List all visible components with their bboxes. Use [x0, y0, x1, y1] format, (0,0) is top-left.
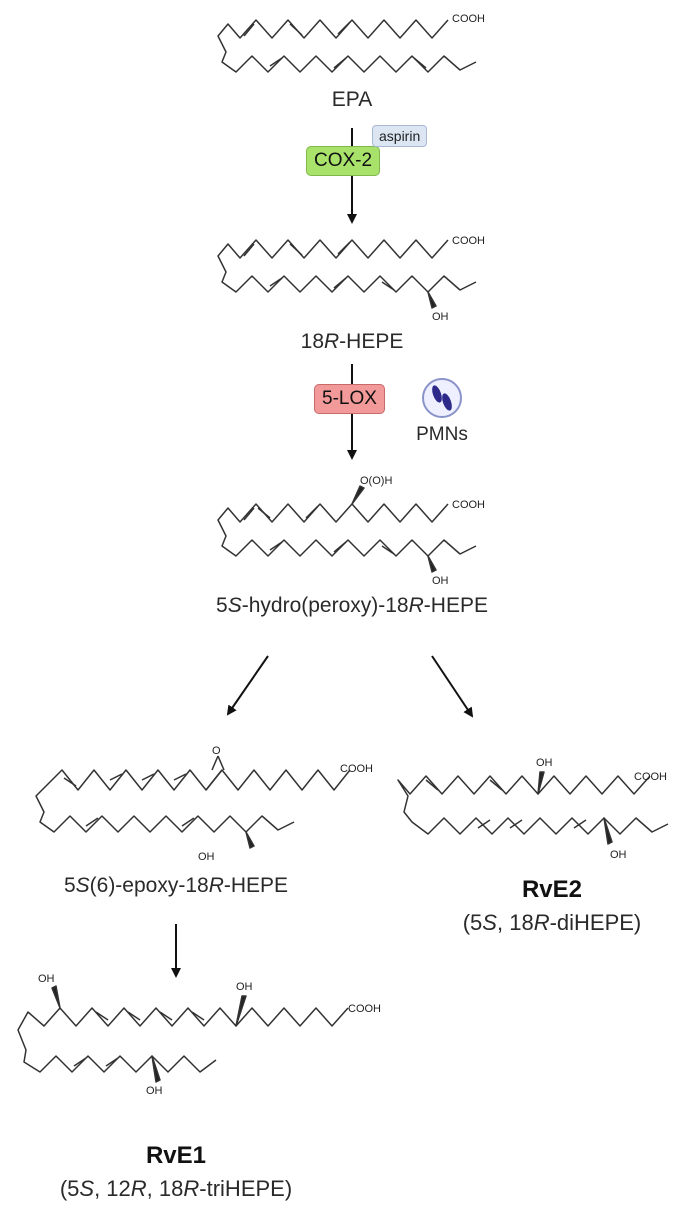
label-italic: R	[408, 594, 424, 617]
hepe-oh: OH	[432, 311, 449, 323]
label-italic: R	[208, 874, 224, 897]
label-part: 18	[300, 330, 324, 353]
rve1-oh-bottom: OH	[146, 1085, 163, 1097]
hydroperoxy-structure	[217, 485, 477, 573]
rve2-oh-top: OH	[536, 757, 553, 769]
label-part: -hydro(peroxy)-18	[241, 594, 409, 617]
label-hydroperoxy: 5S-hydro(peroxy)-18R-HEPE	[216, 594, 488, 618]
label-hepe18r: 18R-HEPE	[301, 330, 404, 354]
label-part: (5	[462, 910, 483, 935]
label-epoxy: 5S(6)-epoxy-18R-HEPE	[64, 874, 288, 898]
rve2-cooh: COOH	[634, 771, 667, 783]
aspirin-badge: aspirin	[372, 125, 428, 147]
label-part: -HEPE	[223, 874, 289, 897]
label-italic: S	[79, 1176, 95, 1201]
label-part: 5	[63, 874, 76, 897]
label-italic: S	[227, 594, 242, 617]
rve1-oh-right: OH	[236, 981, 253, 993]
hydroperoxy-cooh: COOH	[452, 499, 485, 511]
rve2-oh-bottom: OH	[610, 849, 627, 861]
label-rve1-sub: (5S, 12R, 18R-triHEPE)	[60, 1176, 292, 1202]
label-part: (6)-epoxy-18	[89, 874, 209, 897]
arrow-to-epoxy	[226, 655, 269, 716]
hydroperoxy-oh: OH	[432, 575, 449, 587]
label-part: -HEPE	[423, 594, 488, 617]
lox5-badge: 5-LOX	[314, 384, 385, 414]
label-rve2-sub: (5S, 18R-diHEPE)	[463, 910, 642, 936]
epoxy-structure	[35, 755, 351, 849]
arrow-to-rve2	[431, 655, 474, 718]
cox2-badge: COX-2	[306, 146, 381, 176]
label-part: -diHEPE)	[549, 910, 642, 935]
label-part: 5	[216, 594, 228, 617]
label-part: , 18	[146, 1176, 184, 1201]
label-epa: EPA	[331, 88, 373, 111]
rve1-structure	[17, 985, 349, 1083]
label-italic: R	[533, 910, 550, 935]
label-part: -triHEPE)	[199, 1176, 293, 1201]
label-part: -HEPE	[339, 330, 404, 353]
rve2-structure	[397, 771, 669, 845]
hydroperoxy-ooh: O(O)H	[360, 475, 392, 487]
label-italic: S	[75, 874, 90, 897]
hepe-cooh: COOH	[452, 235, 485, 247]
label-rve2-title: RvE2	[521, 876, 583, 903]
hepe18r-structure	[217, 239, 477, 309]
label-part: , 18	[496, 910, 534, 935]
label-part: , 12	[94, 1176, 131, 1201]
label-italic: S	[482, 910, 497, 935]
neutrophil-icon	[422, 378, 462, 418]
rve1-cooh: COOH	[348, 1003, 381, 1015]
label-part: (5	[59, 1176, 80, 1201]
label-italic: R	[130, 1176, 147, 1201]
arrows	[171, 128, 474, 978]
label-pmns: PMNs	[416, 424, 468, 445]
label-italic: R	[183, 1176, 200, 1201]
epoxy-o: O	[212, 745, 221, 757]
rve1-oh-left: OH	[38, 973, 55, 985]
epoxy-oh: OH	[198, 851, 215, 863]
label-rve1-title: RvE1	[145, 1142, 207, 1169]
label-italic: R	[324, 330, 340, 353]
epa-structure	[217, 19, 477, 73]
epoxy-cooh: COOH	[340, 763, 373, 775]
epa-cooh: COOH	[452, 13, 485, 25]
